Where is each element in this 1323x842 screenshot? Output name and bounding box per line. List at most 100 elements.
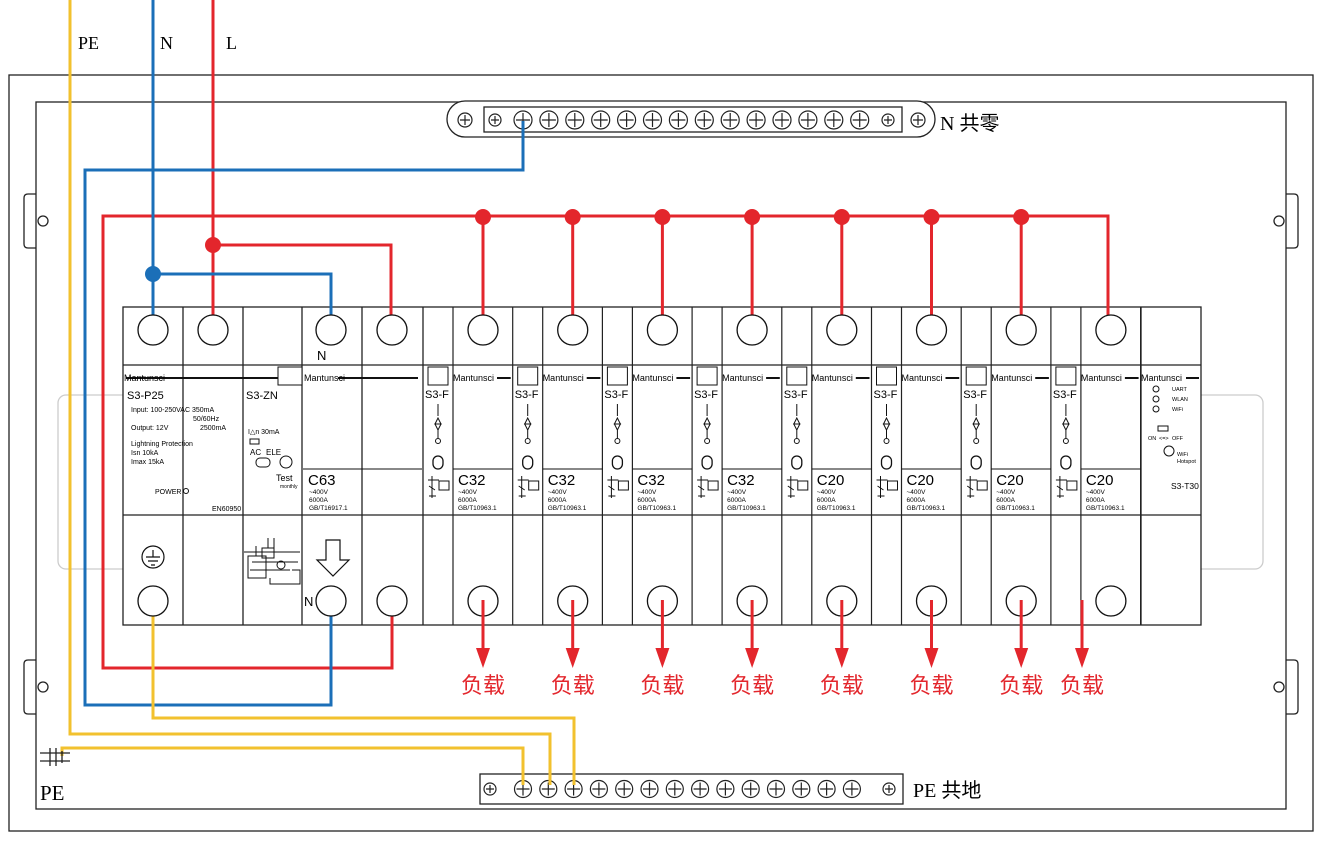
rcd-sensitivity: I△n 30mA <box>248 429 280 436</box>
gateway-hotspot-2: Hotspot <box>1177 459 1196 465</box>
mode-switch[interactable] <box>1157 425 1169 432</box>
rcd-indicator-icon <box>249 438 260 445</box>
pe-terminal-screw-icon <box>792 779 811 799</box>
breaker-symbol-icon <box>697 476 709 498</box>
load-arrow-icon <box>834 648 849 668</box>
breaker-standard: GB/T10963.1 <box>996 505 1035 512</box>
terminal-screw-icon <box>646 314 679 346</box>
spd-module: Mantunsci S3-P25 Input: 100-250VAC 350mA… <box>124 373 300 569</box>
wire-junction-icon <box>833 209 850 225</box>
toggle-icon <box>522 455 534 470</box>
load-arrow-icon <box>1075 648 1089 668</box>
pe-terminal-screw-icon <box>716 779 735 799</box>
pe-terminal-screw-icon <box>513 779 533 799</box>
spd-input: Input: 100-250VAC 350mA <box>131 407 214 414</box>
rcd-n-bottom: N <box>304 594 313 609</box>
breaker-model: S3-F <box>874 389 898 401</box>
breaker-standard: GB/T10963.1 <box>727 505 766 512</box>
pe-bus-bar: PE 共地 <box>479 773 981 805</box>
hotspot-button[interactable] <box>1163 445 1175 457</box>
load-label: 负载 <box>730 674 774 699</box>
rcd-module: S3-ZN I△n 30mA AC ELE Test monthly N N <box>244 348 351 609</box>
pe-terminal-screw-icon <box>741 779 760 799</box>
breaker-brand: Mantunsci <box>453 373 494 383</box>
n-terminal-screw-icon <box>798 110 818 130</box>
gateway-brand: Mantunsci <box>1141 373 1182 383</box>
pe-bar-label: PE 共地 <box>913 779 981 802</box>
wire-junction-icon <box>1013 209 1030 225</box>
wiring <box>60 0 1110 785</box>
rcd-ac: AC <box>250 448 261 457</box>
n-terminal-screw-icon <box>694 110 714 130</box>
terminal-screw-icon <box>915 314 948 346</box>
main-breaker: Mantunsci C63 ~400V 6000A GB/T16917.1 <box>303 373 422 512</box>
gateway-wifi: WiFi <box>1172 407 1183 413</box>
n-terminal-screw-icon <box>668 110 689 130</box>
breaker-rating: C20 <box>996 472 1024 489</box>
wire-junction-icon <box>205 237 221 253</box>
wire-l <box>211 0 393 325</box>
toggle-icon <box>970 455 982 470</box>
main-capacity: 6000A <box>309 497 328 504</box>
wire-junction-icon <box>654 209 671 225</box>
breaker-standard: GB/T10963.1 <box>637 505 676 512</box>
test-button[interactable] <box>279 455 293 469</box>
n-bar-label: N 共零 <box>940 112 999 135</box>
breaker-symbol-icon <box>966 476 978 498</box>
terminal-screw-icon <box>315 585 347 617</box>
pe-terminal-screw-icon <box>539 779 558 799</box>
gateway-model: S3-T30 <box>1171 481 1199 491</box>
breaker-standard: GB/T10963.1 <box>548 505 587 512</box>
breaker-symbol-icon <box>607 476 619 498</box>
breaker-model: S3-F <box>784 389 808 401</box>
breaker-voltage: ~400V <box>996 489 1016 496</box>
toggle-icon <box>880 455 893 470</box>
breaker-capacity: 6000A <box>907 497 926 504</box>
breaker-voltage: ~400V <box>458 489 478 496</box>
pe-terminal-screw-icon <box>766 779 786 799</box>
terminal-screw-icon <box>826 314 858 346</box>
breaker-model: S3-F <box>515 389 539 401</box>
breaker-model: S3-F <box>963 389 987 401</box>
load-label: 负载 <box>640 674 684 699</box>
n-bus-bar: N 共零 <box>446 100 999 138</box>
terminal-screw-icon <box>137 314 169 346</box>
gateway-on: ON <box>1148 436 1156 442</box>
load-arrow-icon <box>1014 648 1029 668</box>
spd-freq: 50/60Hz <box>193 416 220 423</box>
n-terminal-screw-icon <box>539 110 559 130</box>
spd-model: S3-P25 <box>127 390 164 402</box>
wire-junction-icon <box>564 209 581 225</box>
breaker-standard: GB/T10963.1 <box>1086 505 1125 512</box>
gateway-hotspot-1: WiFi <box>1177 452 1188 458</box>
breaker-capacity: 6000A <box>1086 497 1105 504</box>
terminal-screw-icon <box>376 314 408 346</box>
toggle-icon <box>432 455 444 470</box>
gateway-arrows: <=> <box>1159 436 1169 442</box>
breaker-rating: C32 <box>458 472 486 489</box>
breaker-model: S3-F <box>604 389 628 401</box>
down-arrow-icon <box>315 539 351 577</box>
rcd-test: Test <box>276 473 293 483</box>
terminal-screw-icon <box>736 314 768 346</box>
load-arrow-icon <box>476 648 490 668</box>
spd-imax: Imax 15kA <box>131 459 164 466</box>
pe-terminal-label: PE <box>40 781 65 805</box>
breaker-capacity: 6000A <box>817 497 836 504</box>
wire-label-n: N <box>160 33 173 53</box>
breaker-brand: Mantunsci <box>632 373 673 383</box>
main-standard: GB/T16917.1 <box>309 505 348 512</box>
breaker-model: S3-F <box>1053 389 1077 401</box>
breaker-brand: Mantunsci <box>1081 373 1122 383</box>
pe-terminal-screw-icon <box>589 779 609 799</box>
load-outputs: 负载负载负载负载负载负载负载负载 <box>461 600 1104 699</box>
spd-lightning: Lightning Protection <box>131 441 193 448</box>
load-arrow-icon <box>924 648 939 668</box>
breaker-standard: GB/T10963.1 <box>458 505 497 512</box>
main-voltage: ~400V <box>309 489 329 496</box>
n-terminal-screw-icon <box>824 110 844 130</box>
wire-junction-icon <box>475 209 491 225</box>
